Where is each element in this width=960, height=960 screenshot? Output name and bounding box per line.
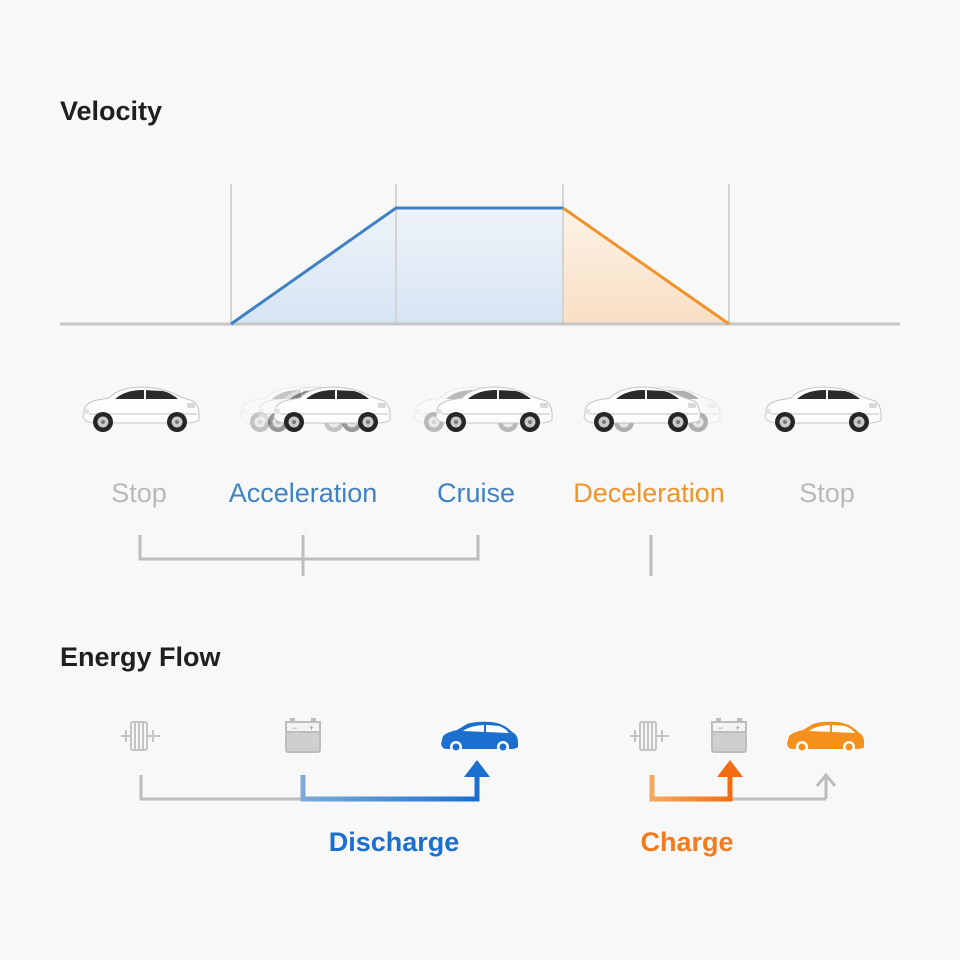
charge-label: Charge [640, 827, 733, 857]
phase-label-deceleration: Deceleration [573, 478, 725, 508]
car-stop-1 [82, 386, 200, 433]
phase-brackets [138, 535, 653, 576]
charge-flow: − + Charge [630, 718, 864, 857]
car-accelerating [239, 386, 391, 433]
discharge-path [300, 775, 480, 802]
motor-icon [630, 721, 669, 751]
svg-text:−: − [718, 723, 723, 733]
car-cruising [413, 386, 553, 433]
charge-path [649, 775, 733, 802]
svg-text:+: + [735, 723, 740, 733]
velocity-title: Velocity [60, 96, 163, 126]
car-icon [787, 721, 864, 753]
car-icon [441, 721, 518, 753]
phase-label-stop-end: Stop [799, 478, 855, 508]
energy-flow-title: Energy Flow [60, 642, 221, 672]
battery-icon: − + [285, 718, 321, 753]
phase-label-stop: Stop [111, 478, 167, 508]
battery-icon: − + [711, 718, 747, 753]
velocity-chart [60, 184, 900, 326]
phase-label-cruise: Cruise [437, 478, 515, 508]
motor-icon [121, 721, 160, 751]
charge-arrow [717, 760, 743, 777]
discharge-flow: − + Discharge [121, 718, 518, 857]
car-decelerating [583, 386, 721, 433]
velocity-line-orange [562, 206, 730, 326]
velocity-line-blue [230, 206, 563, 326]
svg-text:−: − [292, 723, 297, 733]
discharge-label: Discharge [329, 827, 460, 857]
car-stop-2 [764, 386, 882, 433]
phase-label-acceleration: Acceleration [229, 478, 378, 508]
discharge-arrow [464, 760, 490, 777]
car-row [82, 386, 882, 433]
svg-text:+: + [309, 723, 314, 733]
